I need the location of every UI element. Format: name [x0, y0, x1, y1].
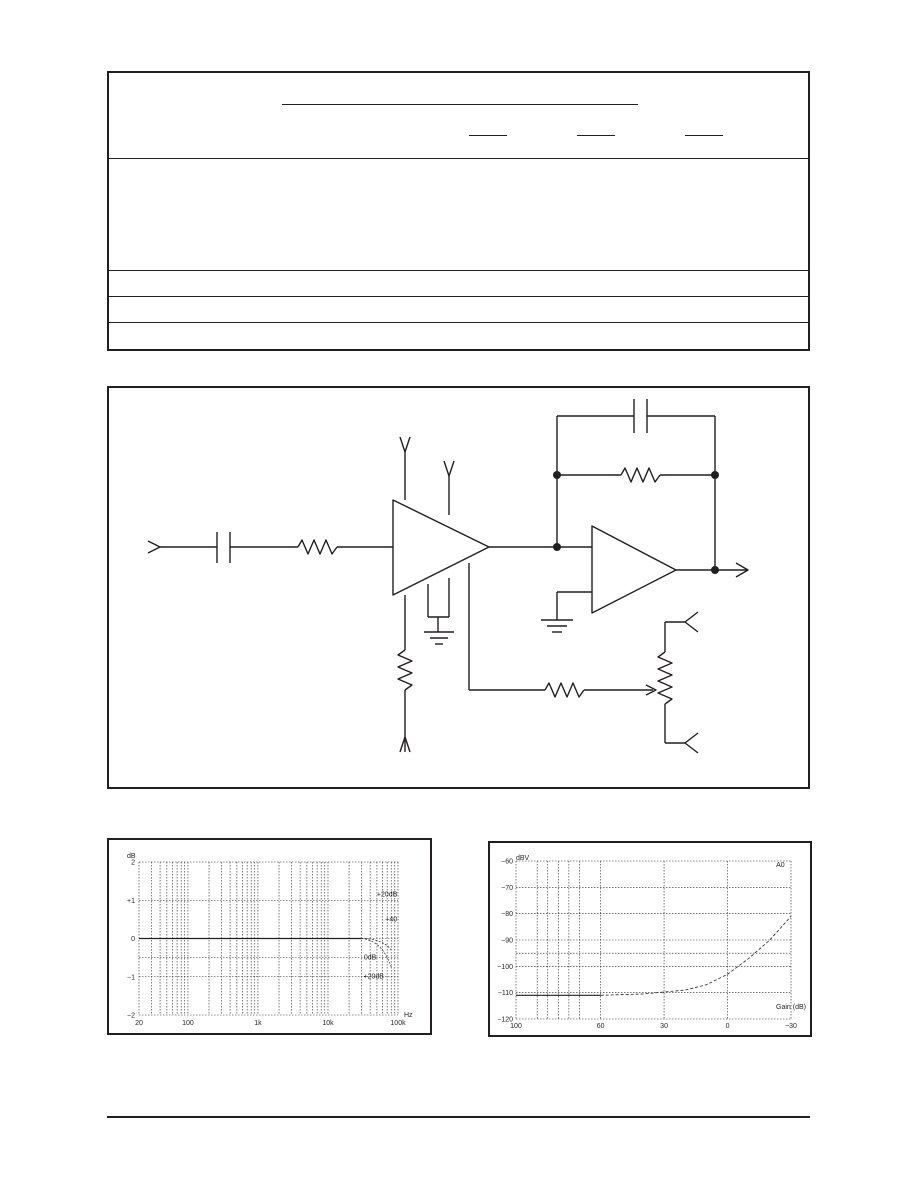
table-header-divider: [109, 158, 808, 159]
table-col-rule-3: [685, 135, 723, 136]
chart-2-frame: [488, 841, 812, 1037]
table-col-rule-2: [577, 135, 615, 136]
spec-table: [107, 71, 810, 351]
schematic-frame: [107, 386, 810, 789]
table-col-rule-1: [469, 135, 507, 136]
table-row-divider: [109, 322, 808, 323]
chart-1-frame: [107, 838, 432, 1035]
table-row-divider: [109, 270, 808, 271]
page-footer-rule: [107, 1116, 810, 1118]
table-row-divider: [109, 296, 808, 297]
table-group-header-rule: [282, 104, 638, 105]
